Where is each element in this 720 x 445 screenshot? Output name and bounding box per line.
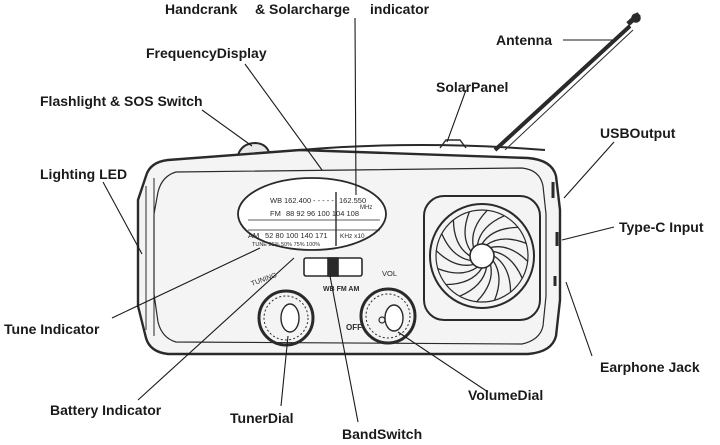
label-lighting-led: Lighting LED — [40, 166, 128, 182]
fan-blade — [492, 250, 523, 279]
label-battery-indicator: Battery Indicator — [50, 402, 162, 418]
fan-blade — [476, 215, 505, 246]
fan-blade — [481, 226, 519, 245]
label-volume-dial: VolumeDial — [468, 387, 544, 403]
fan-blade — [492, 260, 500, 301]
am-ticks: 52 80 100 140 171 — [265, 231, 328, 240]
vol-label: VOL — [382, 269, 397, 278]
fan-blade — [459, 266, 488, 297]
label-frequency-display: FrequencyDisplay — [146, 45, 267, 61]
volume-dial — [359, 287, 417, 345]
fan-blade — [486, 238, 527, 246]
fan-blade — [452, 219, 471, 257]
label-solar-panel: SolarPanel — [436, 79, 509, 95]
antenna — [493, 12, 641, 152]
wb-end: 162.550 — [339, 196, 366, 205]
label-flashlight-sos: Flashlight & SOS Switch — [40, 93, 203, 109]
mhz-label: MHz — [360, 205, 372, 211]
label-type-c: Type-C Input — [619, 219, 704, 235]
label-solarcharge: & Solarcharge — [255, 1, 350, 17]
label-indicator: indicator — [370, 1, 430, 17]
fan-blade — [472, 209, 488, 248]
fan-blade — [435, 250, 474, 266]
fan-blade — [476, 264, 492, 303]
tuner-dial — [257, 289, 315, 347]
khz-label: KHz x10 — [340, 233, 365, 240]
fan-blade — [441, 233, 472, 262]
label-handcrank: Handcrank — [165, 1, 238, 17]
display-scale: WB 162.400 - - - - - 162.550 MHz FM 88 9… — [248, 196, 372, 248]
label-earphone-jack: Earphone Jack — [600, 359, 700, 375]
wb-start: 162.400 — [284, 196, 311, 205]
wb-dashes: - - - - - — [313, 196, 334, 205]
fan-blade — [437, 266, 478, 274]
fan-blade — [490, 246, 529, 262]
am-label: AM — [248, 231, 259, 240]
band-text: WB FM AM — [323, 286, 359, 293]
label-tuner-dial: TunerDial — [230, 410, 294, 426]
wb-label: WB — [270, 196, 282, 205]
leader-lines — [102, 17, 615, 423]
fm-label: FM — [270, 209, 281, 218]
fm-ticks: 88 92 96 100 104 108 — [286, 209, 359, 218]
battery-row: TUNE 25% 50% 75% 100% — [252, 242, 320, 248]
label-usb-output: USBOutput — [600, 125, 676, 141]
fan-blade — [493, 255, 512, 293]
fan-blade — [445, 267, 483, 286]
solar-panel — [299, 144, 546, 151]
label-tune-indicator: Tune Indicator — [4, 321, 100, 337]
speaker-grille — [423, 195, 541, 321]
label-band-switch: BandSwitch — [342, 426, 423, 442]
frequency-display — [237, 177, 387, 251]
label-antenna: Antenna — [496, 32, 552, 48]
off-label: OFF — [346, 323, 362, 332]
fan-blade — [464, 211, 472, 252]
